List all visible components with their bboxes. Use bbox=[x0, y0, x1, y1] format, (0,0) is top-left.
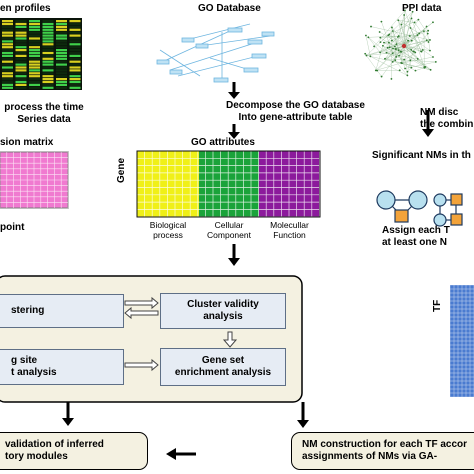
expression-matrix-title: sion matrix bbox=[0, 137, 54, 148]
binding-site-line1: g site bbox=[11, 355, 38, 366]
significant-nms-title: Significant NMs in th bbox=[372, 150, 471, 161]
ppi-data-title: PPI data bbox=[402, 3, 442, 14]
flow-arrows bbox=[62, 82, 434, 460]
molecular-function-label: Molecullar Function bbox=[259, 220, 320, 240]
gene-set-line1: Gene set bbox=[201, 355, 245, 366]
clustering-box: stering bbox=[0, 294, 124, 328]
decompose-caption-line1: Decompose the GO database bbox=[226, 100, 365, 111]
preprocess-caption-line1: process the time bbox=[4, 102, 84, 113]
clustering-label: stering bbox=[11, 305, 45, 316]
go-database-title: GO Database bbox=[198, 3, 261, 14]
decompose-caption: Decompose the GO database Into gene-attr… bbox=[226, 100, 365, 124]
assign-tf-caption: Assign each T at least one N bbox=[382, 225, 450, 249]
go-attributes-title: GO attributes bbox=[191, 137, 255, 148]
significant-nm-graphs bbox=[376, 190, 463, 227]
assign-tf-line1: Assign each T bbox=[382, 225, 450, 236]
tf-matrix bbox=[449, 284, 474, 398]
nm-discovery-caption-line2: the combin bbox=[420, 119, 474, 130]
biological-process-line1: Biological bbox=[149, 220, 187, 230]
cellular-component-line2: Component bbox=[207, 230, 251, 240]
validation-box: validation of inferred tory modules bbox=[0, 432, 148, 470]
binding-site-box: g site t analysis bbox=[0, 349, 124, 385]
molecular-function-line2: Function bbox=[273, 230, 306, 240]
nm-discovery-caption: NM disc the combin bbox=[420, 107, 473, 131]
preprocess-caption-line2: Series data bbox=[17, 114, 71, 125]
nm-construction-line2: assignments of NMs via GA- bbox=[302, 451, 438, 462]
validation-line1: validation of inferred bbox=[5, 439, 104, 450]
gene-set-enrichment-box: Gene set enrichment analysis bbox=[160, 348, 286, 386]
cellular-component-line1: Cellular bbox=[214, 220, 244, 230]
validation-line2: tory modules bbox=[5, 451, 68, 462]
nm-discovery-caption-line1: NM disc bbox=[420, 107, 459, 118]
expression-profiles-title: en profiles bbox=[0, 3, 51, 14]
biological-process-label: Biological process bbox=[137, 220, 199, 240]
expression-matrix bbox=[0, 151, 69, 209]
timepoint-label: point bbox=[0, 222, 25, 233]
cluster-validity-box: Cluster validity analysis bbox=[160, 293, 286, 329]
binding-site-line2: t analysis bbox=[11, 367, 57, 378]
biological-process-line2: process bbox=[153, 230, 183, 240]
molecular-function-line1: Molecullar bbox=[270, 220, 309, 230]
cellular-component-label: Cellular Component bbox=[199, 220, 259, 240]
ppi-network-thumbnail bbox=[364, 9, 437, 80]
gene-axis-label: Gene bbox=[116, 157, 127, 183]
pipeline-arrows bbox=[124, 296, 238, 372]
nm-construction-line1: NM construction for each TF accor bbox=[302, 439, 468, 450]
go-attributes-matrix bbox=[136, 150, 321, 218]
decompose-caption-line2: Into gene-attribute table bbox=[238, 112, 353, 123]
go-database-tree-thumbnail bbox=[156, 23, 275, 83]
preprocess-caption: process the time Series data bbox=[0, 102, 88, 126]
expression-heatmap-thumbnail bbox=[0, 18, 82, 90]
tf-axis-label: TF bbox=[432, 299, 443, 312]
nm-construction-box: NM construction for each TF accor assign… bbox=[291, 432, 474, 470]
assign-tf-line2: at least one N bbox=[382, 237, 448, 248]
cluster-validity-line2: analysis bbox=[203, 311, 243, 322]
gene-set-line2: enrichment analysis bbox=[174, 367, 272, 378]
cluster-validity-line1: Cluster validity bbox=[187, 299, 259, 310]
